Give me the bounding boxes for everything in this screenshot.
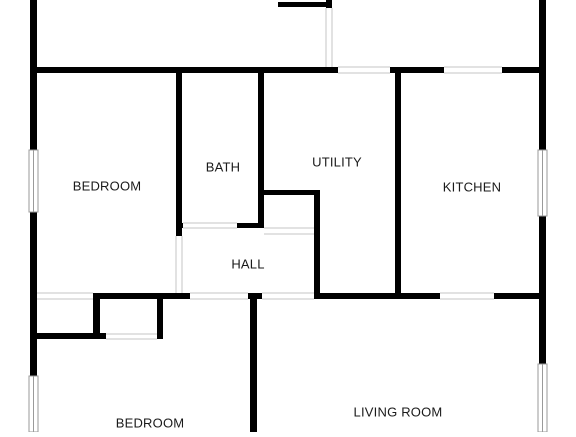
closet-opening — [37, 292, 93, 300]
room-label-bedroom-lower: BEDROOM — [115, 415, 185, 431]
bedroom-hall-opening — [175, 236, 183, 293]
exterior-wall-left — [30, 0, 37, 432]
hall-bedroom-opening — [190, 292, 248, 300]
room-label-bath: BATH — [205, 159, 241, 175]
room-label-kitchen: KITCHEN — [442, 179, 502, 195]
utility-kitchen-wall — [395, 70, 401, 298]
closet-lower-bottom — [30, 333, 106, 339]
upper-horizontal-wall — [30, 67, 546, 73]
bedroom-living-wall — [250, 293, 257, 432]
walls — [30, 0, 546, 432]
middle-wall-right — [314, 293, 546, 299]
closet-wall-top — [258, 190, 320, 195]
top-detail-post — [326, 0, 332, 8]
utility-top-opening — [338, 66, 390, 74]
room-label-utility: UTILITY — [312, 154, 362, 170]
kitchen-top-opening — [444, 66, 502, 74]
closet-wall-right — [314, 190, 320, 298]
room-label-living-room: LIVING ROOM — [353, 404, 443, 420]
openings — [37, 8, 502, 340]
bath-utility-wall — [258, 70, 264, 228]
closet-lower-right — [157, 293, 163, 339]
bath-door-opening — [183, 222, 237, 229]
room-label-hall: HALL — [231, 256, 265, 272]
top-detail-wall — [278, 2, 332, 7]
kitchen-living-opening — [440, 292, 494, 300]
closet-lower-left — [93, 293, 100, 339]
bedroom-bath-wall — [176, 70, 182, 236]
room-label-bedroom-upper: BEDROOM — [72, 178, 142, 194]
hall-living-opening — [262, 292, 314, 300]
middle-wall-left — [30, 293, 190, 299]
